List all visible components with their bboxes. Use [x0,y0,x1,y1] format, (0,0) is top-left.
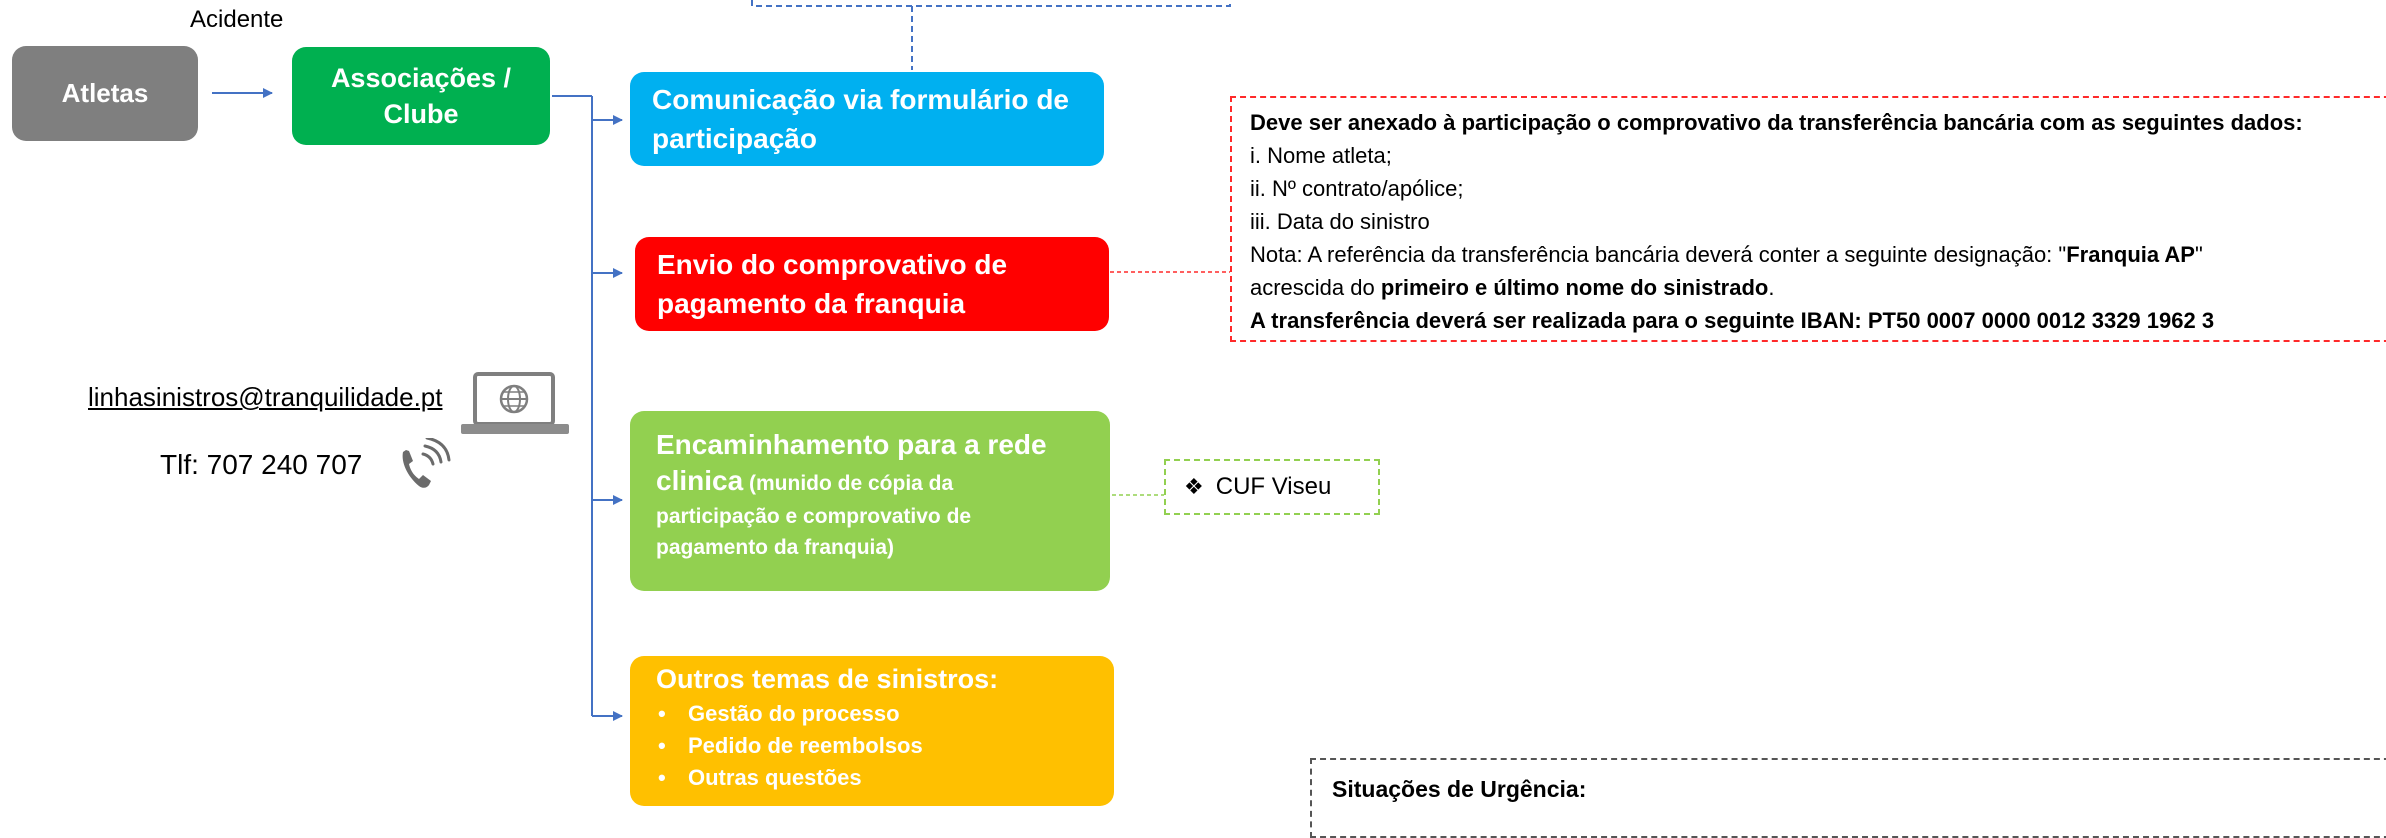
encaminhamento-label-line1: Encaminhamento para a rede [656,429,1047,460]
payment-note-box: Deve ser anexado à participação o compro… [1230,96,2386,342]
outros-title: Outros temas de sinistros: [656,664,999,694]
urgencia-title: Situações de Urgência: [1332,776,1587,802]
envio-label-line2: pagamento da franquia [657,288,966,319]
note-iban-line: A transferência deverá ser realizada par… [1250,308,2215,333]
accident-label: Acidente [190,6,284,33]
outros-item: Outras questões [658,762,1088,794]
note-item-1: i. Nome atleta; [1250,143,1392,168]
note-line2: acrescida do primeiro e último nome do s… [1250,271,2386,304]
note-nota-prefix: Nota: A referência da transferência banc… [1250,242,2067,267]
encaminhamento-label-line2: clinica (munido de cópia da [656,465,1084,501]
encaminhamento-label-line4: pagamento da franquia) [656,536,895,559]
associacoes-label-line1: Associações / [330,63,512,93]
connector-lines [212,0,1231,721]
urgencia-box: Situações de Urgência: [1310,758,2386,838]
encaminhamento-label-clinica: clinica [656,465,744,496]
diamond-bullet-icon: ❖ [1184,474,1204,499]
cuf-viseu-label: CUF Viseu [1215,473,1332,500]
outros-item: Gestão do processo [658,698,1088,730]
note-item-2: ii. Nº contrato/apólice; [1250,176,1464,201]
outros-list: Gestão do processo Pedido de reembolsos … [656,698,1088,794]
comunicacao-label-line2: participação [652,123,817,154]
contact-phone: Tlf: 707 240 707 [160,449,363,480]
encaminhamento-label-line3: participação e comprovativo de [656,505,972,528]
note-heading: Deve ser anexado à participação o compro… [1250,110,2303,135]
comunicacao-box: Comunicação via formulário de participaç… [630,72,1104,166]
note-nota-line: Nota: A referência da transferência banc… [1250,238,2386,271]
note-nota-suffix: " [2194,242,2203,267]
top-dashed-box-edge [751,0,1231,7]
outros-item: Pedido de reembolsos [658,730,1088,762]
phone-ringing-icon [393,436,451,501]
note-nota-bold: Franquia AP [2066,242,2195,267]
note-line2-suffix: . [1768,275,1775,300]
atletas-box: Atletas [12,46,198,141]
envio-box: Envio do comprovativo de pagamento da fr… [635,237,1109,331]
associacoes-box: Associações / Clube [292,47,550,145]
encaminhamento-box: Encaminhamento para a rede clinica (muni… [630,411,1110,591]
envio-label-line1: Envio do comprovativo de [657,249,1008,280]
note-item-3: iii. Data do sinistro [1250,209,1430,234]
note-line2-bold: primeiro e último nome do sinistrado [1380,275,1769,300]
cuf-viseu-box: ❖ CUF Viseu [1164,459,1380,515]
encaminhamento-label-munido: (munido de cópia da [743,472,954,495]
outros-box: Outros temas de sinistros: Gestão do pro… [630,656,1114,806]
contact-email-link[interactable]: linhasinistros@tranquilidade.pt [88,382,443,412]
note-line2-prefix: acrescida do [1250,275,1381,300]
associacoes-label-line2: Clube [383,99,459,129]
laptop-globe-icon [460,370,570,441]
comunicacao-label-line1: Comunicação via formulário de [652,84,1069,115]
atletas-label: Atletas [61,78,149,108]
